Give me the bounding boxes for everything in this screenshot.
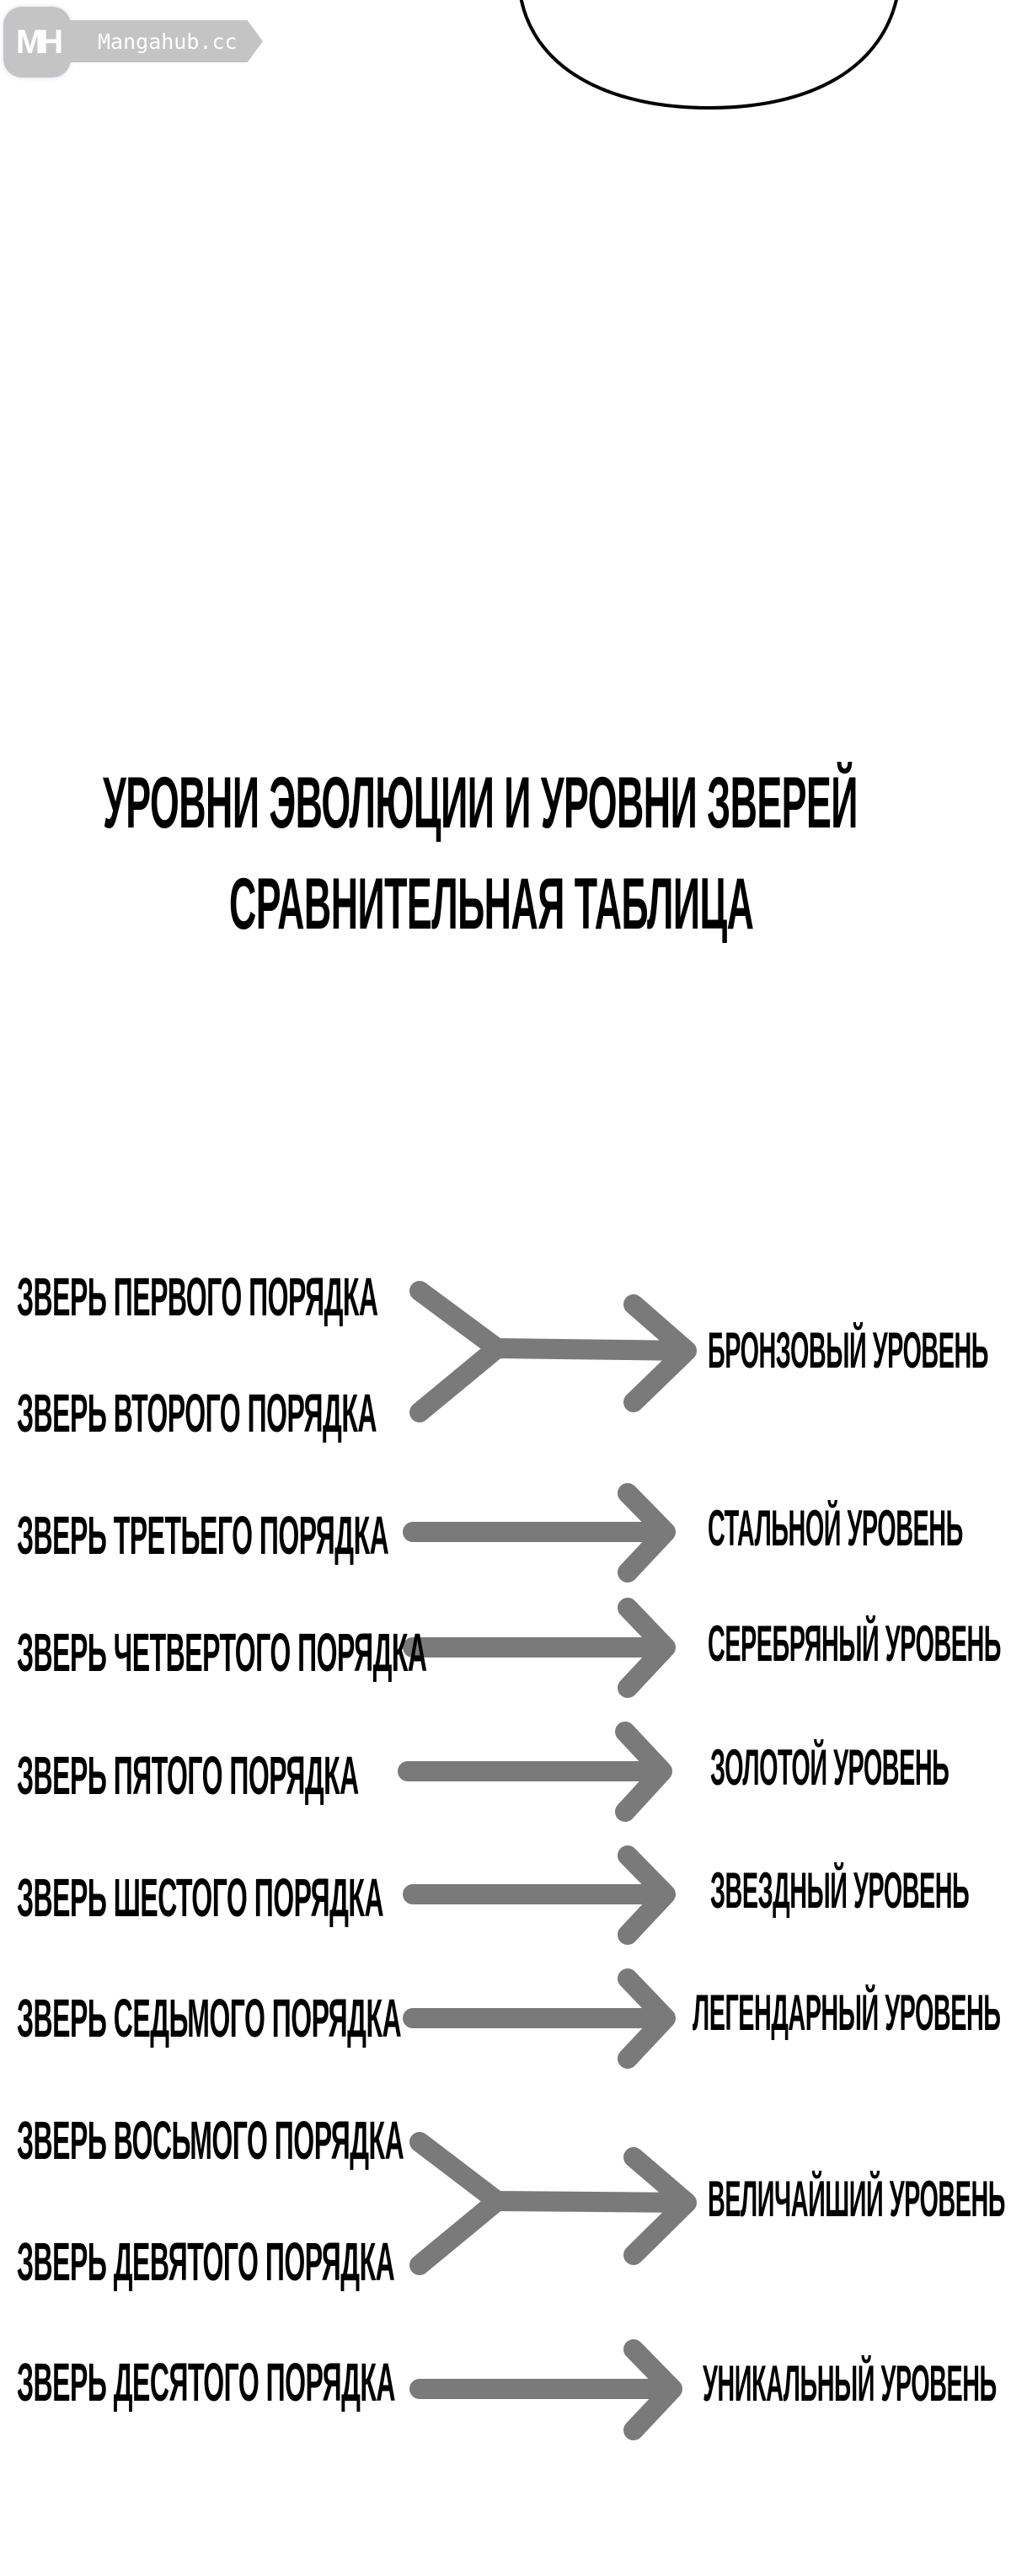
arrow-steel <box>403 1483 676 1583</box>
beast-label: ЗВЕРЬ ЧЕТВЕРТОГО ПОРЯДКА <box>17 1622 427 1683</box>
arrow-merge-greatest <box>409 2132 697 2275</box>
title-line-1: УРОВНИ ЭВОЛЮЦИИ И УРОВНИ ЗВЕРЕЙ <box>103 763 858 843</box>
beast-label: ЗВЕРЬ ШЕСТОГО ПОРЯДКА <box>17 1867 384 1928</box>
watermark-text: Mangahub.cc <box>69 20 263 62</box>
beast-label: ЗВЕРЬ ДЕВЯТОГО ПОРЯДКА <box>17 2231 395 2292</box>
arrow-merge-bronze <box>409 1281 697 1422</box>
beast-label: ЗВЕРЬ ПЯТОГО ПОРЯДКА <box>17 1745 359 1806</box>
level-label: УНИКАЛЬНЫЙ УРОВЕНЬ <box>703 2355 997 2412</box>
level-label: ЗВЕЗДНЫЙ УРОВЕНЬ <box>710 1862 970 1919</box>
beast-label: ЗВЕРЬ ВТОРОГО ПОРЯДКА <box>17 1383 377 1443</box>
beast-label: ЗВЕРЬ СЕДЬМОГО ПОРЯДКА <box>17 1988 402 2048</box>
title-line-2: СРАВНИТЕЛЬНАЯ ТАБЛИЦА <box>229 864 754 945</box>
level-label: ВЕЛИЧАЙШИЙ УРОВЕНЬ <box>708 2171 1006 2227</box>
arrow-star <box>403 1845 676 1945</box>
arrow-unique <box>409 2339 682 2440</box>
beast-label: ЗВЕРЬ ДЕСЯТОГО ПОРЯДКА <box>17 2352 396 2413</box>
arrow-gold <box>398 1722 672 1822</box>
level-label: ЛЕГЕНДАРНЫЙ УРОВЕНЬ <box>693 1984 1001 2041</box>
watermark-logo: MH <box>3 7 71 78</box>
speech-bubble <box>519 0 898 110</box>
level-label: БРОНЗОВЫЙ УРОВЕНЬ <box>708 1322 988 1379</box>
level-label: ЗОЛОТОЙ УРОВЕНЬ <box>710 1739 949 1796</box>
beast-label: ЗВЕРЬ ВОСЬМОГО ПОРЯДКА <box>17 2110 404 2171</box>
arrow-legendary <box>403 1968 676 2069</box>
beast-label: ЗВЕРЬ ПЕРВОГО ПОРЯДКА <box>17 1267 378 1327</box>
arrow-silver <box>403 1598 676 1698</box>
beast-label: ЗВЕРЬ ТРЕТЬЕГО ПОРЯДКА <box>17 1505 389 1566</box>
level-label: СТАЛЬНОЙ УРОВЕНЬ <box>708 1500 963 1556</box>
level-label: СЕРЕБРЯНЫЙ УРОВЕНЬ <box>708 1615 1002 1672</box>
